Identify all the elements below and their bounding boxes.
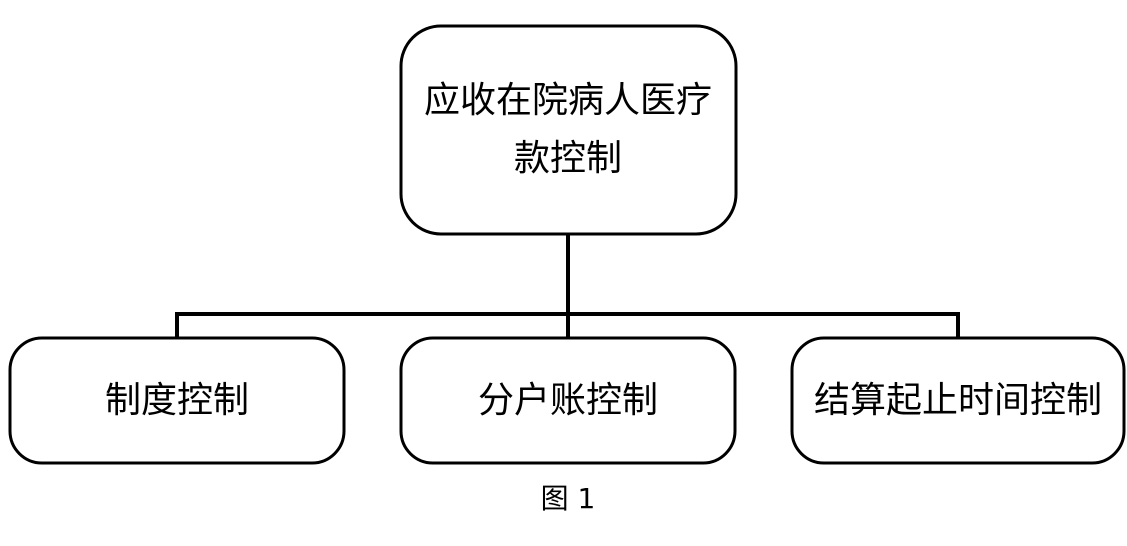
connector-lines — [175, 232, 960, 340]
child-node-ledger-control: 分户账控制 — [399, 336, 737, 465]
child-node-system-control: 制度控制 — [8, 336, 346, 465]
root-node-box — [399, 24, 738, 236]
child-node-label: 结算起止时间控制 — [814, 380, 1102, 421]
root-node-label-line-1: 应收在院病人医疗 — [424, 80, 712, 121]
child-node-box — [399, 336, 737, 465]
root-node: 应收在院病人医疗 款控制 — [399, 24, 738, 236]
child-node-box — [790, 336, 1126, 465]
child-node-box — [8, 336, 346, 465]
root-node-label-line-2: 款控制 — [514, 138, 622, 179]
child-node-settlement-time-control: 结算起止时间控制 — [790, 336, 1126, 465]
figure-caption: 图 1 — [541, 482, 596, 515]
child-node-label: 分户账控制 — [478, 380, 658, 421]
child-node-label: 制度控制 — [105, 380, 249, 421]
